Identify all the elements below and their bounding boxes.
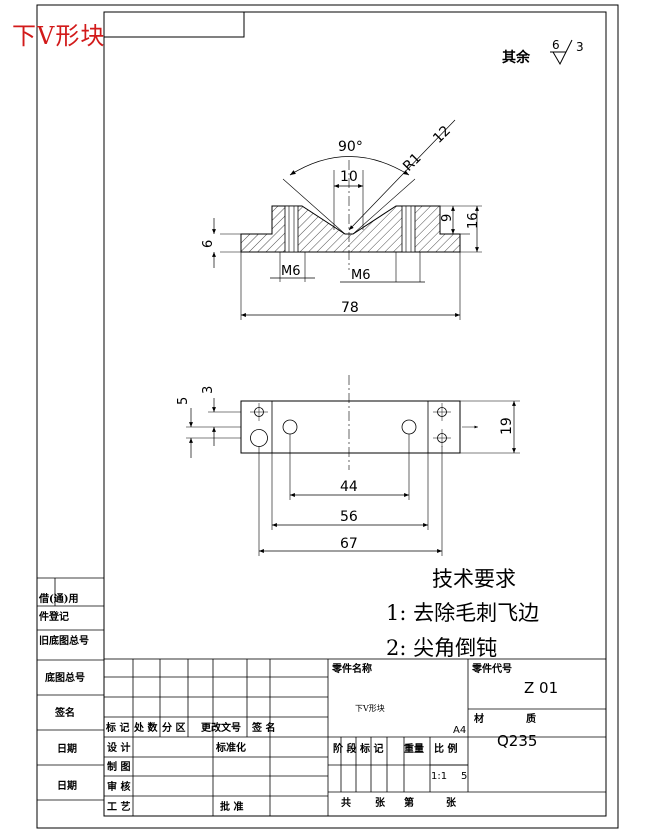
tb-material-label-2: 质 — [526, 712, 536, 725]
tb-weight: 重量 — [404, 742, 424, 755]
tb-scale-extra: 5 — [461, 771, 467, 782]
tb-rev-col-3: 分 区 — [162, 721, 185, 734]
tb-standard: 标准化 — [215, 741, 246, 754]
roughness-value: 6 — [552, 38, 560, 52]
roughness-sub: 3 — [576, 40, 584, 54]
tb-part-code: Z 01 — [524, 679, 558, 697]
tb-paper: A4 — [453, 725, 466, 736]
dim-plan-56: 56 — [340, 509, 358, 525]
tb-material: Q235 — [497, 732, 537, 750]
tech-heading: 技术要求 — [432, 567, 516, 591]
title-block — [103, 658, 607, 817]
tb-rev-col-2: 处 数 — [133, 721, 158, 734]
roughness-prefix: 其余 — [502, 49, 531, 66]
dim-groove: 10 — [340, 169, 358, 185]
dim-plan-5: 5 — [176, 397, 191, 405]
plan-view — [186, 375, 520, 556]
side-l3: 旧底图总号 — [39, 634, 89, 647]
roughness-symbol — [550, 39, 573, 66]
dim-plan-3: 3 — [201, 386, 216, 394]
plan-outline — [240, 400, 461, 454]
tb-sheets-1: 张 — [375, 796, 386, 809]
dim-angle: 90° — [338, 139, 363, 155]
dim-plan-44: 44 — [340, 479, 358, 495]
tb-draw: 制 图 — [107, 760, 130, 773]
tb-material-label-1: 材 — [474, 712, 484, 725]
dim-thread-left: M6 — [281, 264, 301, 279]
tb-part-code-label: 零件代号 — [471, 662, 512, 675]
tb-review: 审 核 — [107, 780, 130, 793]
tb-process: 工 艺 — [107, 800, 130, 813]
side-l4: 底图总号 — [45, 671, 85, 684]
v-block-body — [240, 205, 461, 253]
front-view — [212, 119, 482, 320]
tb-design: 设 计 — [107, 741, 130, 754]
side-l6: 日期 — [57, 742, 77, 755]
dim-h9: 9 — [440, 214, 455, 222]
drawing-title: 下V形块 — [12, 22, 106, 50]
tb-scale-label: 比 例 — [434, 742, 457, 755]
outer-frame — [36, 4, 619, 829]
dim-h16: 16 — [466, 212, 481, 229]
tb-scale: 1:1 — [431, 771, 447, 782]
top-label-box — [103, 11, 245, 38]
dim-h6: 6 — [201, 240, 216, 248]
tb-part-name: 下V形块 — [355, 703, 385, 713]
tb-rev-col-4: 更改文号 — [201, 721, 241, 734]
side-block — [37, 577, 104, 801]
tb-rev-col-5: 签 名 — [251, 721, 275, 734]
side-l2: 件登记 — [39, 610, 69, 623]
tb-page: 第 — [404, 796, 414, 809]
tb-sheets-2: 张 — [446, 796, 457, 809]
dim-plan-67: 67 — [340, 536, 358, 552]
dim-plan-19: 19 — [499, 417, 515, 435]
dim-length: 78 — [341, 300, 359, 316]
tb-stage: 阶 段 标 记 — [333, 742, 383, 755]
tb-part-name-label: 零件名称 — [331, 662, 372, 675]
side-l5: 签名 — [54, 706, 75, 719]
tech-item-2: 2: 尖角倒钝 — [386, 636, 498, 660]
tb-approve: 批 准 — [220, 800, 243, 813]
tb-total: 共 — [341, 796, 351, 809]
tb-rev-col-1: 标 记 — [105, 721, 129, 734]
side-l7: 日期 — [57, 779, 77, 792]
dim-thread-mid: M6 — [351, 268, 371, 283]
side-l1: 借(通)用 — [38, 592, 78, 605]
tech-item-1: 1: 去除毛刺飞边 — [386, 601, 540, 625]
dim-radius: R1 — [400, 150, 424, 174]
dim-chamfer: 12 — [430, 123, 454, 147]
